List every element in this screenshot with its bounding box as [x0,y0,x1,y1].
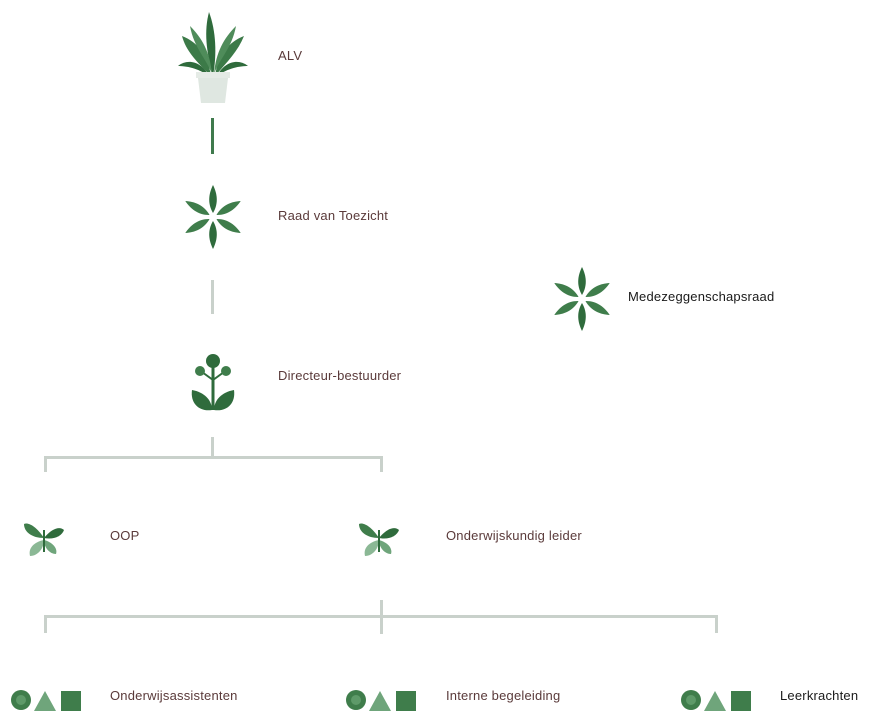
oa-label: Onderwijsassistenten [110,688,238,703]
connector-raad-directeur [211,280,214,314]
ib-label: Interne begeleiding [446,688,561,703]
mr-label: Medezeggenschapsraad [628,289,775,304]
shapes-icon [680,689,752,713]
alv-label: ALV [278,48,303,63]
connector-bracket-2 [44,615,718,618]
lk-label: Leerkrachten [780,688,859,703]
connector-directeur-stem [211,437,214,457]
shapes-icon [345,689,417,713]
connector-alv-raad [211,118,214,154]
directeur-label: Directeur-bestuurder [278,368,402,383]
raad-label: Raad van Toezicht [278,208,389,223]
leaf-star-icon [184,184,242,250]
leaf-star-icon [553,266,611,332]
oop-label: OOP [110,528,140,543]
connector-bracket-1 [44,456,383,459]
ol-label: Onderwijskundig leider [446,528,582,543]
plant-icon [176,6,250,106]
butterfly-icon [22,518,66,560]
connector-bracket-2-right [715,615,718,633]
connector-bracket-1-right [380,456,383,472]
connector-bracket-1-left [44,456,47,472]
shapes-icon [10,689,82,713]
connector-bracket-2-left [44,615,47,633]
sprout-icon [188,352,238,414]
butterfly-icon [357,518,401,560]
